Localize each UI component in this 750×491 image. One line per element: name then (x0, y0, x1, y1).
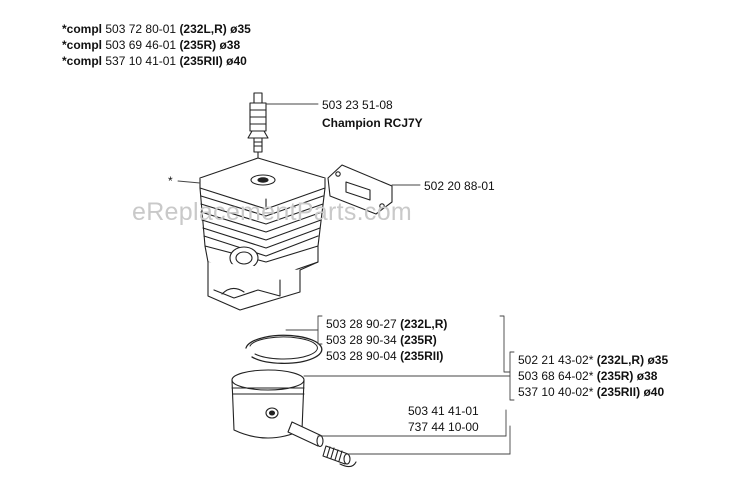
model-label: (235R) (179, 38, 217, 52)
model-label: (232L,R) (400, 317, 448, 331)
needle-bearing-drawing[interactable] (322, 445, 357, 468)
model-label: (235RII) (596, 385, 641, 399)
compl-prefix: *compl (62, 38, 103, 52)
part-number[interactable]: 537 10 40-02* (518, 385, 594, 399)
pin-part-number[interactable]: 503 41 41-01 (408, 404, 479, 418)
spark-plug-name: Champion RCJ7Y (322, 116, 423, 130)
bore-label: ø40 (643, 385, 665, 399)
piston-drawing[interactable] (231, 369, 305, 439)
bore-label: ø38 (636, 369, 658, 383)
piston-callout-2: 503 68 64-02* (235R) ø38 (518, 369, 657, 383)
ring-callout-1: 503 28 90-27 (232L,R) (326, 317, 447, 331)
ring-callout-2: 503 28 90-34 (235R) (326, 333, 437, 347)
model-label: (235RII) (179, 54, 223, 68)
gasket-part-number[interactable]: 502 20 88-01 (424, 179, 495, 193)
wrist-pin-drawing[interactable] (287, 421, 324, 448)
piston-ring-drawing[interactable] (245, 334, 323, 364)
part-number[interactable]: 502 21 43-02* (518, 353, 594, 367)
part-number[interactable]: 503 72 80-01 (105, 22, 177, 36)
cylinder-marker: * (168, 174, 173, 188)
model-label: (235RII) (400, 349, 444, 363)
model-label: (235R) (400, 333, 437, 347)
bore-label: ø35 (647, 353, 669, 367)
cylinder-drawing[interactable] (199, 157, 326, 311)
header-line-1: *compl 503 72 80-01 (232L,R) ø35 (62, 22, 251, 36)
spark-plug-part-number[interactable]: 503 23 51-08 (322, 98, 393, 112)
bore-label: ø38 (219, 38, 241, 52)
ring-callout-3: 503 28 90-04 (235RII) (326, 349, 443, 363)
leader-lines (177, 103, 515, 455)
compl-prefix: *compl (62, 22, 103, 36)
watermark: eReplacementParts.com (132, 198, 413, 226)
part-number[interactable]: 503 28 90-34 (326, 333, 397, 347)
bore-label: ø35 (230, 22, 251, 36)
piston-callout-3: 537 10 40-02* (235RII) ø40 (518, 385, 664, 399)
header-line-3: *compl 537 10 41-01 (235RII) ø40 (62, 54, 247, 68)
model-label: (232L,R) (179, 22, 227, 36)
piston-callout-1: 502 21 43-02* (232L,R) ø35 (518, 353, 668, 367)
header-line-2: *compl 503 69 46-01 (235R) ø38 (62, 38, 240, 52)
part-number[interactable]: 503 68 64-02* (518, 369, 594, 383)
spark-plug-drawing[interactable] (247, 92, 269, 161)
model-label: (235R) (596, 369, 634, 383)
part-number[interactable]: 503 69 46-01 (105, 38, 177, 52)
part-number[interactable]: 503 28 90-04 (326, 349, 397, 363)
part-number[interactable]: 503 28 90-27 (326, 317, 397, 331)
model-label: (232L,R) (596, 353, 645, 367)
part-number[interactable]: 537 10 41-01 (105, 54, 177, 68)
gasket-drawing[interactable] (327, 164, 393, 215)
bearing-part-number[interactable]: 737 44 10-00 (408, 420, 479, 434)
compl-prefix: *compl (62, 54, 103, 68)
bore-label: ø40 (226, 54, 247, 68)
